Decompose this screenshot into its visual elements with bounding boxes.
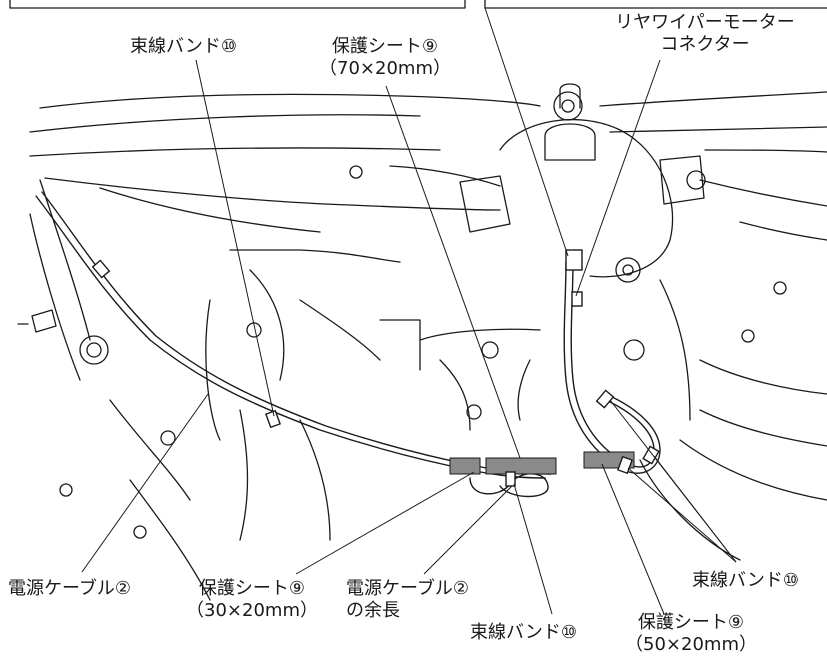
label-sheet-70: 保護シート⑨ （70×20mm） — [300, 36, 470, 80]
protective-sheet-30x20 — [449, 457, 481, 475]
body-panel — [39, 93, 541, 109]
mount-hole — [773, 281, 787, 295]
leader-line — [81, 393, 209, 573]
body-panel — [109, 399, 191, 501]
label-sheet-50-line1: 保護シート⑨ — [637, 612, 745, 633]
label-power-cable: 電源ケーブル② — [8, 578, 132, 599]
body-panel — [29, 147, 441, 157]
leader-line — [575, 59, 661, 297]
body-panel — [599, 91, 827, 107]
body-panel — [699, 409, 827, 447]
label-sheet-50: 保護シート⑨ （50×20mm） — [606, 612, 776, 656]
cable-band — [265, 409, 281, 429]
mount-hole — [466, 404, 482, 420]
mount-hole — [481, 341, 499, 359]
leader-line — [653, 455, 737, 563]
mount-hole — [86, 342, 102, 358]
body-panel — [517, 359, 531, 421]
mount-hole — [133, 525, 147, 539]
wiper-connector — [565, 249, 583, 271]
body-panel — [44, 177, 501, 211]
body-panel — [29, 114, 421, 133]
leader-line — [484, 7, 569, 257]
body-panel — [249, 269, 285, 381]
body-panel — [704, 149, 827, 153]
body-panel — [699, 359, 827, 395]
label-rear-wiper-line2: コネクター — [660, 34, 750, 55]
wiper-motor-housing — [459, 175, 511, 233]
leader-line — [423, 485, 513, 575]
callout-box-left — [9, 0, 466, 9]
label-sheet-30-line1: 保護シート⑨ — [198, 578, 306, 599]
wiper-motor-housing — [544, 123, 596, 161]
leader-line — [295, 471, 475, 575]
body-panel — [739, 221, 827, 241]
body-panel — [609, 126, 827, 133]
body-panel — [419, 328, 541, 341]
body-panel — [299, 299, 381, 361]
leader-line — [627, 467, 737, 563]
cable-band — [595, 389, 615, 409]
cable-clip — [31, 309, 57, 333]
cable-band — [505, 471, 516, 487]
body-panel — [29, 213, 81, 381]
mount-hole — [160, 430, 176, 446]
leader-line — [195, 59, 275, 417]
body-panel — [679, 439, 827, 501]
leader-line — [513, 483, 553, 615]
mount-hole — [561, 99, 575, 113]
callout-box-right — [484, 0, 827, 9]
mount-hole — [623, 339, 645, 361]
cable-band — [91, 259, 111, 279]
mount-hole — [622, 264, 634, 276]
label-sheet-50-line2: （50×20mm） — [625, 634, 757, 655]
body-panel — [99, 187, 321, 233]
label-rear-wiper-line1: リヤワイパーモーター — [615, 12, 795, 33]
label-rear-wiper-connector: リヤワイパーモーター コネクター — [590, 12, 820, 56]
body-panel — [379, 319, 421, 371]
wiper-motor-housing — [499, 118, 674, 278]
body-panel — [659, 279, 691, 421]
cable-band — [642, 445, 660, 465]
body-panel — [229, 249, 401, 263]
mount-hole — [741, 329, 755, 343]
body-panel — [639, 459, 741, 561]
leader-line — [601, 463, 665, 615]
body-panel — [39, 179, 91, 341]
label-band-top-left: 束線バンド⑩ — [130, 36, 238, 57]
body-panel — [299, 419, 331, 541]
wiper-motor-housing — [559, 83, 581, 109]
body-panel — [439, 359, 471, 431]
label-sheet-70-line2: （70×20mm） — [319, 58, 451, 79]
body-panel — [699, 179, 827, 207]
label-power-cable-slack-line2: の余長 — [346, 600, 400, 621]
cable-band — [617, 455, 633, 475]
leader-line — [385, 85, 521, 459]
mount-hole — [59, 483, 73, 497]
mount-hole — [553, 91, 583, 121]
mount-hole — [686, 170, 706, 190]
power-cable — [35, 195, 546, 479]
body-panel — [205, 299, 221, 441]
label-sheet-30-line2: （30×20mm） — [186, 600, 318, 621]
body-panel — [389, 165, 501, 187]
wiper-motor-housing — [659, 155, 705, 205]
protective-sheet-70x20 — [485, 457, 557, 475]
body-panel — [129, 479, 211, 601]
label-band-bottom-center: 束線バンド⑩ — [470, 622, 578, 643]
body-panel — [239, 409, 249, 541]
label-band-bottom-right: 束線バンド⑩ — [692, 570, 800, 591]
label-sheet-70-line1: 保護シート⑨ — [331, 36, 439, 57]
mount-hole — [349, 165, 363, 179]
label-power-cable-slack: 電源ケーブル② の余長 — [346, 578, 469, 622]
mount-hole — [79, 335, 109, 365]
label-power-cable-slack-line1: 電源ケーブル② — [346, 578, 470, 599]
mount-hole — [615, 257, 641, 283]
label-sheet-30: 保護シート⑨ （30×20mm） — [172, 578, 332, 622]
power-cable — [570, 261, 655, 468]
